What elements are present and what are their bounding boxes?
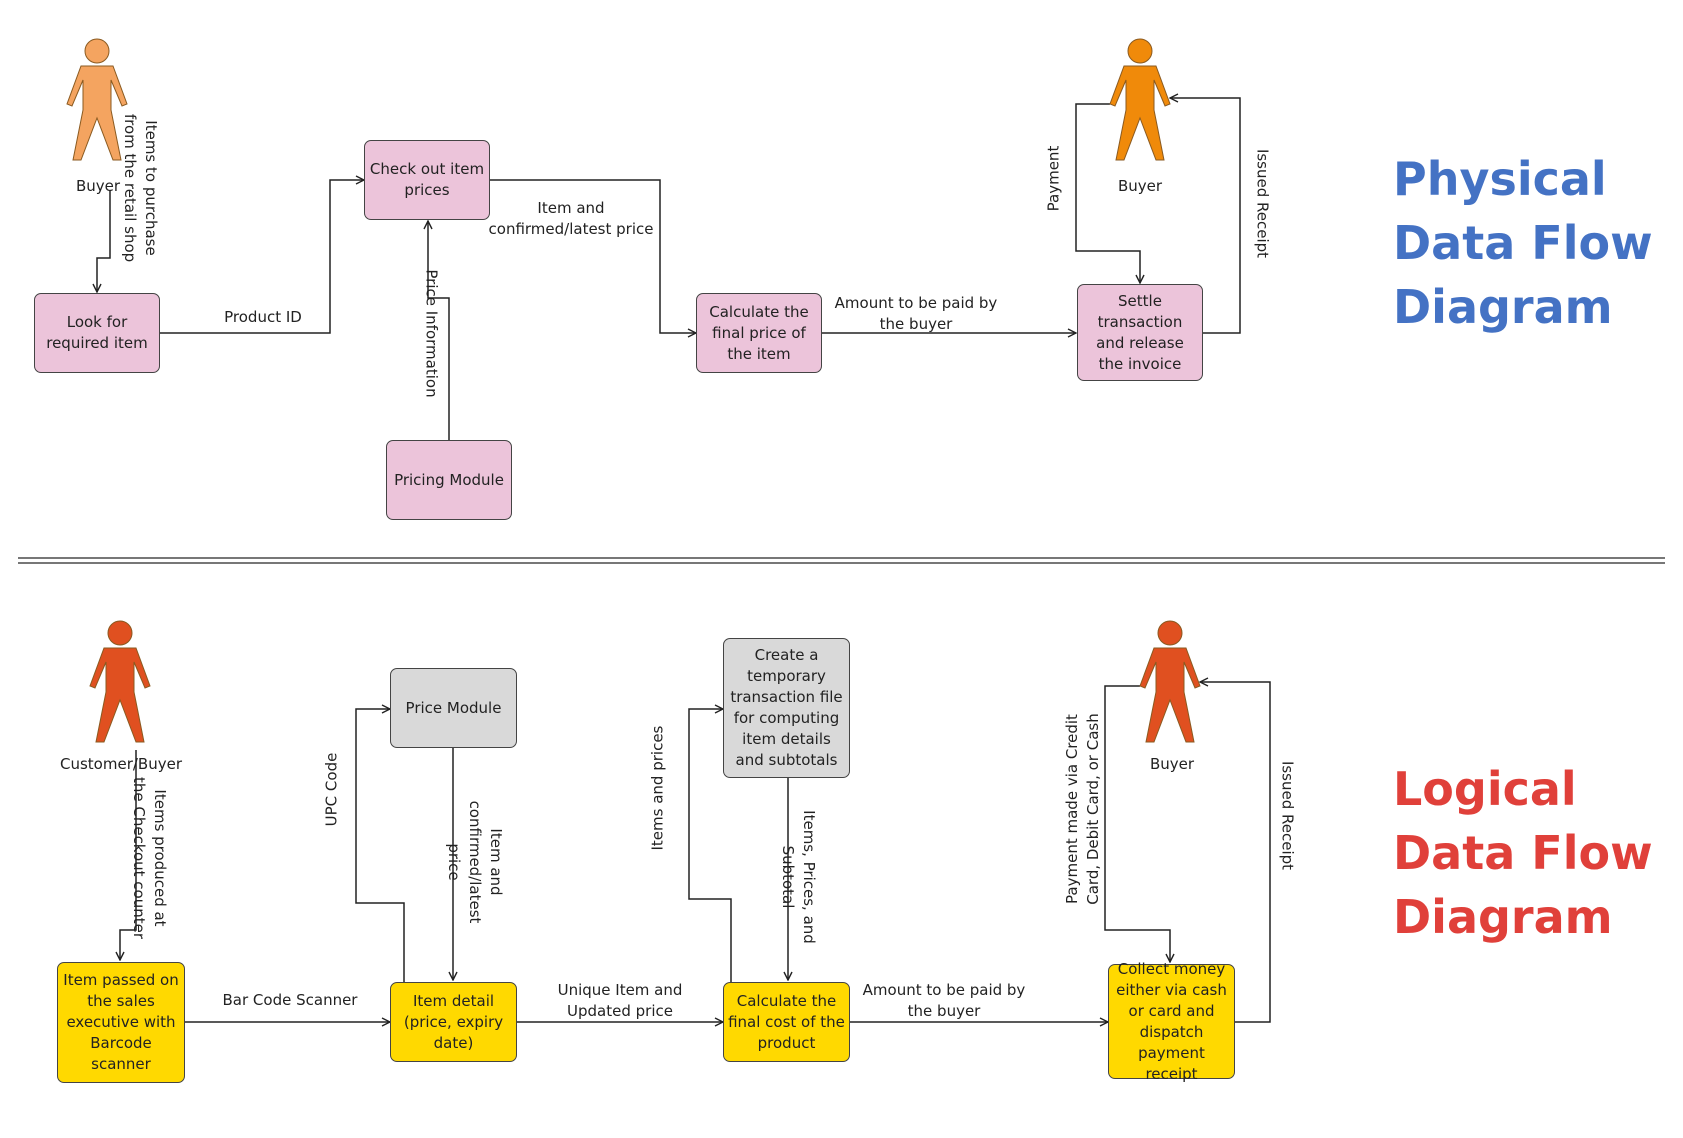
buyer-right-physical-icon-head bbox=[1127, 38, 1153, 64]
buyer-left-physical-icon-body bbox=[66, 65, 128, 161]
node-temporary-transaction-file[interactable]: Create a temporary transaction file for … bbox=[723, 638, 850, 778]
buyer-right-label-physical: Buyer bbox=[1117, 177, 1163, 195]
node-price-module[interactable]: Price Module bbox=[390, 668, 517, 748]
logical-title: Logical Data Flow Diagram bbox=[1393, 757, 1653, 949]
edge-upc-code bbox=[355, 709, 405, 982]
edge-items-and-prices bbox=[688, 709, 732, 982]
physical-title-line-1: Physical bbox=[1393, 152, 1607, 206]
label-items-and-prices: Items and prices bbox=[648, 725, 667, 851]
buyer-right-physical-icon bbox=[1109, 38, 1171, 161]
edge-item-confirmed-physical bbox=[490, 179, 696, 333]
label-issued-receipt-logical: Issued Receipt bbox=[1278, 760, 1297, 871]
edge-buyer-to-look-for bbox=[97, 190, 111, 292]
buyer-left-physical-icon-head bbox=[84, 38, 110, 64]
physical-title-line-2: Data Flow bbox=[1393, 216, 1653, 270]
buyer-left-label-logical: Customer/Buyer bbox=[60, 755, 182, 773]
customer-buyer-logical-icon bbox=[89, 620, 151, 743]
label-item-confirmed-logical: Item and confirmed/latest price bbox=[445, 800, 505, 924]
physical-title-line-3: Diagram bbox=[1393, 280, 1613, 334]
label-item-confirmed-physical: Item and confirmed/latest price bbox=[488, 199, 654, 238]
node-item-detail[interactable]: Item detail (price, expiry date) bbox=[390, 982, 517, 1062]
persons-layer bbox=[66, 38, 1201, 743]
node-calculate-final-cost[interactable]: Calculate the final cost of the product bbox=[723, 982, 850, 1062]
edge-issued-receipt-logical bbox=[1200, 682, 1271, 1023]
label-amount-paid-logical: Amount to be paid by the buyer bbox=[862, 981, 1026, 1020]
edge-payment-made bbox=[1104, 685, 1170, 962]
customer-buyer-logical-icon-head bbox=[107, 620, 133, 646]
label-items-produced: Items produced at the Checkout counter bbox=[130, 776, 169, 940]
edge-product-id bbox=[160, 180, 364, 334]
edge-payment bbox=[1075, 103, 1140, 283]
customer-buyer-logical-icon-body bbox=[89, 647, 151, 743]
buyer-right-logical-icon-body bbox=[1139, 647, 1201, 743]
node-settle-transaction[interactable]: Settle transaction and release the invoi… bbox=[1077, 284, 1203, 381]
edge-issued-receipt-physical bbox=[1170, 98, 1241, 334]
label-items-prices-subtotal: Items, Prices, and Subtotal bbox=[779, 810, 818, 944]
node-item-passed[interactable]: Item passed on the sales executive with … bbox=[57, 962, 185, 1083]
label-payment-made: Payment made via Credit Card, Debit Card… bbox=[1063, 713, 1102, 905]
label-amount-paid-physical: Amount to be paid by the buyer bbox=[834, 294, 998, 333]
physical-title: Physical Data Flow Diagram bbox=[1393, 147, 1653, 339]
buyer-right-label-logical: Buyer bbox=[1149, 755, 1195, 773]
label-payment: Payment bbox=[1044, 145, 1063, 212]
buyer-left-label-physical: Buyer bbox=[75, 177, 121, 195]
logical-title-line-3: Diagram bbox=[1393, 890, 1613, 944]
label-issued-receipt-physical: Issued Receipt bbox=[1253, 148, 1272, 259]
buyer-left-physical-icon bbox=[66, 38, 128, 161]
label-unique-item: Unique Item and Updated price bbox=[557, 981, 683, 1020]
label-product-id: Product ID bbox=[224, 308, 302, 326]
buyer-right-logical-icon bbox=[1139, 620, 1201, 743]
node-collect-money[interactable]: Collect money either via cash or card an… bbox=[1108, 960, 1235, 1083]
label-price-information: Price Information bbox=[422, 269, 441, 398]
logical-title-line-2: Data Flow bbox=[1393, 826, 1653, 880]
edge-price-information bbox=[428, 221, 450, 440]
node-check-out-item-prices[interactable]: Check out item prices bbox=[364, 140, 490, 220]
label-upc-code: UPC Code bbox=[322, 752, 341, 827]
logical-title-line-1: Logical bbox=[1393, 762, 1577, 816]
node-look-for-required-item[interactable]: Look for required item bbox=[34, 293, 160, 373]
buyer-right-physical-icon-body bbox=[1109, 65, 1171, 161]
label-bar-code-scanner: Bar Code Scanner bbox=[222, 991, 358, 1009]
node-calculate-final-price[interactable]: Calculate the final price of the item bbox=[696, 293, 822, 373]
node-pricing-module[interactable]: Pricing Module bbox=[386, 440, 512, 520]
buyer-right-logical-icon-head bbox=[1157, 620, 1183, 646]
edge-items-produced bbox=[120, 750, 137, 960]
